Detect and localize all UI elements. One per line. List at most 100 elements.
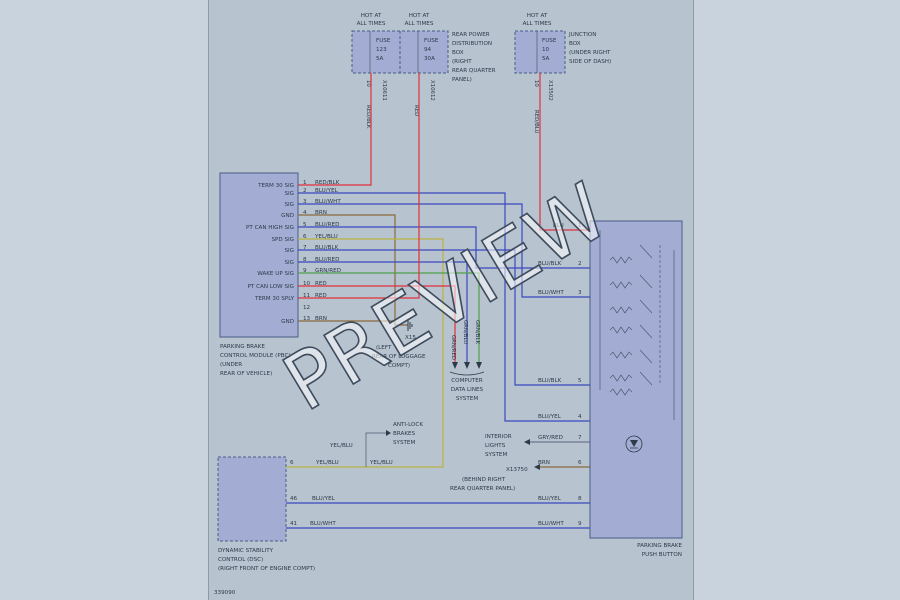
module-wire-color: BLU/YEL — [315, 188, 339, 194]
module-caption-2: CONTROL MODULE (PBC) — [220, 353, 291, 359]
module-pin-label: PT CAN LOW SIG — [248, 284, 294, 290]
wire-grn-red — [298, 272, 480, 362]
fuse-94-number: 94 — [424, 47, 432, 53]
data-lines-caption-3: SYSTEM — [456, 396, 478, 402]
abs-caption-2: BRAKES — [393, 431, 416, 437]
module-pin-label: GND — [281, 319, 294, 325]
yel-blu-label: YEL/BLU — [369, 460, 393, 466]
dsc-wire-blu-yel: BLU/YEL — [312, 496, 336, 502]
fuse-10-wire-id: X13502 — [547, 80, 553, 101]
wire-blu-blk — [298, 249, 590, 386]
junction-box-label: JUNCTION BOX (UNDER RIGHT SIDE OF DASH) — [568, 32, 611, 65]
module-pin-number: 7 — [303, 245, 307, 251]
fuse-10: FUSE 10 5A — [536, 31, 557, 73]
wire-red-blk — [298, 73, 372, 186]
fuse-10-amp: 5A — [542, 56, 550, 62]
module-caption-1: PARKING BRAKE — [220, 344, 265, 350]
button-pin-number: 8 — [578, 496, 582, 502]
dsc-pin-46: 46 — [290, 496, 298, 502]
button-pin-number: 5 — [578, 378, 582, 384]
module-pin-number: 13 — [303, 316, 311, 322]
fuse-box-header: HOT AT ALL TIMES HOT AT ALL TIMES HOT AT… — [357, 13, 552, 27]
module-pin-label: SIG — [284, 191, 294, 197]
wire-blu-yel — [298, 192, 590, 422]
abs-caption-1: ANTI-LOCK — [393, 422, 423, 428]
dynamic-stability-control — [217, 456, 287, 542]
button-pin-number: 4 — [578, 414, 582, 420]
rpb-line-2: DISTRIBUTION — [452, 41, 492, 47]
button-wire-color: BLU/BLK — [538, 378, 562, 384]
fuse-10-number: 10 — [542, 47, 550, 53]
dsc-caption-1: DYNAMIC STABILITY — [218, 548, 274, 554]
button-wire-color: BLU/BLK — [538, 261, 562, 267]
dsc-wire-blu-wht: BLU/WHT — [310, 521, 336, 527]
wire-brn — [298, 214, 408, 326]
abs-caption-3: SYSTEM — [393, 440, 415, 446]
module-pin-number: 2 — [303, 188, 307, 194]
fuse-10-name: FUSE — [542, 38, 557, 44]
module-pin-number: 3 — [303, 199, 307, 205]
module-pin-label: SPD SIG — [271, 237, 294, 243]
button-caption-1: PARKING BRAKE — [637, 543, 682, 549]
module-wire-color: YEL/BLU — [314, 234, 338, 240]
module-pin-number: 11 — [303, 293, 311, 299]
fuse-123-wire-color: RED/BLK — [365, 105, 371, 129]
module-pin-label: PT CAN HIGH SIG — [246, 225, 294, 231]
data-wire-2: GRN/BLU — [462, 320, 468, 344]
button-wire-color: BLU — [553, 223, 564, 229]
button-wire-color: BLU/WHT — [538, 521, 564, 527]
ground-caption-1: (LEFT — [376, 345, 392, 351]
fuse-94-wire-color: RED — [413, 105, 419, 116]
module-pin-number: 6 — [303, 234, 307, 240]
module-pin-label: SIG — [284, 248, 294, 254]
module-pin-label: SIG — [284, 260, 294, 266]
button-caption-2: PUSH BUTTON — [642, 552, 682, 558]
module-pin-number: 9 — [303, 268, 307, 274]
fuse-94-amp: 30A — [424, 56, 435, 62]
button-wire-color: BLU/YEL — [538, 414, 562, 420]
module-wire-color: BRN — [315, 210, 327, 216]
module-wires — [298, 73, 590, 468]
abs-connector — [365, 432, 386, 467]
button-pin-number: 9 — [578, 521, 582, 527]
splice-arrow-icon — [534, 464, 540, 470]
module-wire-color: BLU/BLK — [315, 245, 339, 251]
data-lines-caption-2: DATA LINES — [451, 387, 484, 393]
interior-caption-1: INTERIOR — [485, 434, 512, 440]
fuse-123-hot-label-2: ALL TIMES — [357, 21, 386, 27]
jb-line-1: JUNCTION — [568, 32, 597, 38]
fuse-10-wire-color: RED/BLU — [533, 110, 539, 134]
module-caption: PARKING BRAKE CONTROL MODULE (PBC) (UNDE… — [220, 344, 291, 377]
dsc-pin-41: 41 — [290, 521, 298, 527]
module-wire-color: RED — [315, 281, 327, 287]
fuse-10-wire-number: 10 — [533, 80, 539, 87]
wire-red-blu — [539, 73, 590, 231]
module-wire-color: GRN/RED — [315, 268, 341, 274]
button-pin-number: 2 — [578, 261, 582, 267]
dsc-wire-yel-blu: YEL/BLU — [315, 460, 339, 466]
button-wire-color: BRN — [538, 460, 550, 466]
wire-blu-wht — [298, 203, 590, 298]
module-wire-color: BLU/RED — [315, 222, 339, 228]
module-pin-number: 12 — [303, 305, 310, 311]
ground-caption-2: REAR OF LUGGAGE — [372, 354, 426, 360]
module-pin-label: TERM 30 SIG — [257, 183, 294, 189]
fuse-123-amp: 5A — [376, 56, 384, 62]
ground-symbol — [407, 320, 413, 331]
fuse-123-number: 123 — [376, 47, 387, 53]
button-wire-color: BLU/WHT — [538, 290, 564, 296]
splice-caption-1: (BEHIND RIGHT — [462, 477, 506, 483]
jb-line-4: SIDE OF DASH) — [569, 59, 611, 65]
fuse-94-name: FUSE — [424, 38, 439, 44]
jb-line-3: (UNDER RIGHT — [569, 50, 611, 56]
fuse-123-wire-id: X10611 — [381, 80, 387, 101]
fuse-123: FUSE 123 5A — [369, 31, 391, 73]
rpb-line-3: BOX — [452, 50, 464, 56]
button-pin-number: 1 — [578, 223, 582, 229]
module-pin-label: TERM 30 SPLY — [254, 296, 295, 302]
switch-contact-icon — [639, 244, 661, 386]
fuse-94-hot-label-2: ALL TIMES — [405, 21, 434, 27]
dsc-pin-6: 6 — [290, 460, 294, 466]
